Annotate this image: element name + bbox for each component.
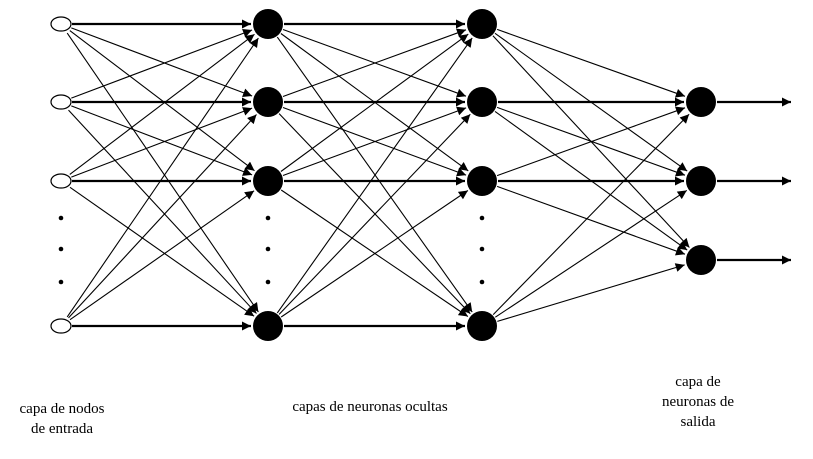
input-node-2 <box>50 173 72 189</box>
output-node-2 <box>686 245 716 275</box>
input-ellipsis-dot-1 <box>58 246 64 252</box>
input-node-0 <box>50 16 72 32</box>
connection-hidden-1-2-to-hidden-2-0 <box>280 33 469 172</box>
connection-input-0-to-hidden-1-2 <box>69 30 255 172</box>
input-node-1 <box>50 94 72 110</box>
hidden-layers-caption: capas de neuronas ocultas <box>250 397 490 417</box>
input-ellipsis-dot-2 <box>58 279 64 285</box>
connection-hidden-2-3-to-output-1 <box>494 189 688 318</box>
hidden-2-ellipsis-dot-2 <box>479 279 485 285</box>
connection-hidden-1-3-to-hidden-2-0 <box>276 37 473 314</box>
output-layer-caption: capa de neuronas de salida <box>640 372 756 432</box>
connection-input-0-to-hidden-1-1 <box>71 27 253 98</box>
connection-hidden-1-2-to-hidden-2-1 <box>282 106 467 177</box>
hidden-caption-line-1: capas de neuronas ocultas <box>292 399 448 415</box>
connection-hidden-1-1-to-hidden-2-0 <box>282 28 467 98</box>
connection-input-1-to-hidden-1-3 <box>68 109 257 314</box>
input-ellipsis-dot-0 <box>58 215 64 221</box>
connection-input-1-to-hidden-1-0 <box>71 28 253 99</box>
output-node-0 <box>686 87 716 117</box>
output-caption-line-3: salida <box>680 414 716 430</box>
connection-input-2-to-hidden-1-3 <box>69 186 255 317</box>
nodes-group <box>50 9 716 341</box>
hidden-1-ellipsis-dot-1 <box>265 246 271 252</box>
hidden-1-node-2 <box>253 166 283 196</box>
hidden-1-node-3 <box>253 311 283 341</box>
hidden-2-node-1 <box>467 87 497 117</box>
hidden-2-ellipsis-dot-1 <box>479 246 485 252</box>
connection-hidden-1-3-to-hidden-2-1 <box>278 113 471 315</box>
input-layer-caption: capa de nodos de entrada <box>0 399 124 439</box>
output-caption-line-2: neuronas de <box>661 394 735 410</box>
hidden-1-ellipsis-dot-2 <box>265 279 271 285</box>
connection-hidden-2-2-to-output-0 <box>496 106 686 177</box>
connection-input-1-to-hidden-1-2 <box>71 105 253 176</box>
input-node-3 <box>50 318 72 334</box>
hidden-1-node-1 <box>253 87 283 117</box>
hidden-2-node-2 <box>467 166 497 196</box>
hidden-2-node-0 <box>467 9 497 39</box>
ellipsis-group <box>58 215 485 285</box>
connection-hidden-1-3-to-hidden-2-2 <box>280 190 469 318</box>
connection-input-0-to-hidden-1-3 <box>66 32 259 313</box>
output-caption-line-1: capa de <box>675 374 721 390</box>
hidden-2-node-3 <box>467 311 497 341</box>
connection-input-2-to-hidden-1-0 <box>69 33 255 175</box>
connection-input-3-to-hidden-1-1 <box>68 114 257 319</box>
output-node-1 <box>686 166 716 196</box>
connection-hidden-2-3-to-output-2 <box>497 263 685 322</box>
connection-hidden-2-3-to-output-0 <box>492 113 690 315</box>
input-caption-line-2: de entrada <box>30 421 94 437</box>
hidden-1-node-0 <box>253 9 283 39</box>
connections-group <box>66 19 791 331</box>
connection-input-3-to-hidden-1-0 <box>66 37 259 318</box>
input-caption-line-1: capa de nodos <box>19 401 105 417</box>
connection-input-2-to-hidden-1-1 <box>71 107 253 178</box>
connection-hidden-2-2-to-output-2 <box>496 185 686 256</box>
hidden-1-ellipsis-dot-0 <box>265 215 271 221</box>
hidden-2-ellipsis-dot-0 <box>479 215 485 221</box>
connection-hidden-2-0-to-output-0 <box>496 28 686 98</box>
connection-input-3-to-hidden-1-2 <box>69 190 255 321</box>
